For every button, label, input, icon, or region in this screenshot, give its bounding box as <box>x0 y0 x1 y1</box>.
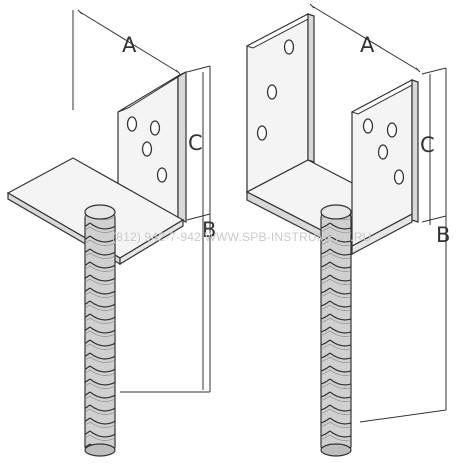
bolt-hole-icon <box>266 84 278 100</box>
bolt-hole-icon <box>283 39 295 55</box>
bolt-hole-icon <box>156 167 168 183</box>
right-rebar <box>320 204 352 457</box>
watermark-text: (812) 942-7-942 WWW.SPB-INSTRUMENT.RU <box>112 230 371 244</box>
right-label-c: C <box>420 133 435 157</box>
bolt-hole-icon <box>362 118 374 134</box>
left-bolt-holes <box>126 116 168 183</box>
bolt-hole-icon <box>141 141 153 157</box>
bolt-hole-icon <box>149 120 161 136</box>
right-label-a: A <box>360 33 375 57</box>
left-rebar <box>84 204 116 457</box>
right-label-b: B <box>436 223 450 247</box>
bolt-hole-icon <box>377 144 389 160</box>
left-bracket: A C B <box>6 9 216 457</box>
left-label-b: B <box>202 218 216 242</box>
right-bracket: A C B <box>245 3 450 457</box>
right-front-bolt-holes <box>256 39 295 141</box>
right-dimension-a <box>309 3 421 73</box>
bolt-hole-icon <box>126 116 138 132</box>
left-label-a: A <box>122 33 137 57</box>
left-dimension-bc <box>120 65 211 393</box>
left-dimension-a <box>72 9 181 110</box>
bolt-hole-icon <box>256 125 268 141</box>
left-label-c: C <box>188 131 203 155</box>
bolt-hole-icon <box>393 169 405 185</box>
bolt-hole-icon <box>386 122 398 138</box>
right-dimension-bc <box>359 67 447 423</box>
right-back-bolt-holes <box>362 118 405 185</box>
right-side-wall-front <box>245 13 316 193</box>
